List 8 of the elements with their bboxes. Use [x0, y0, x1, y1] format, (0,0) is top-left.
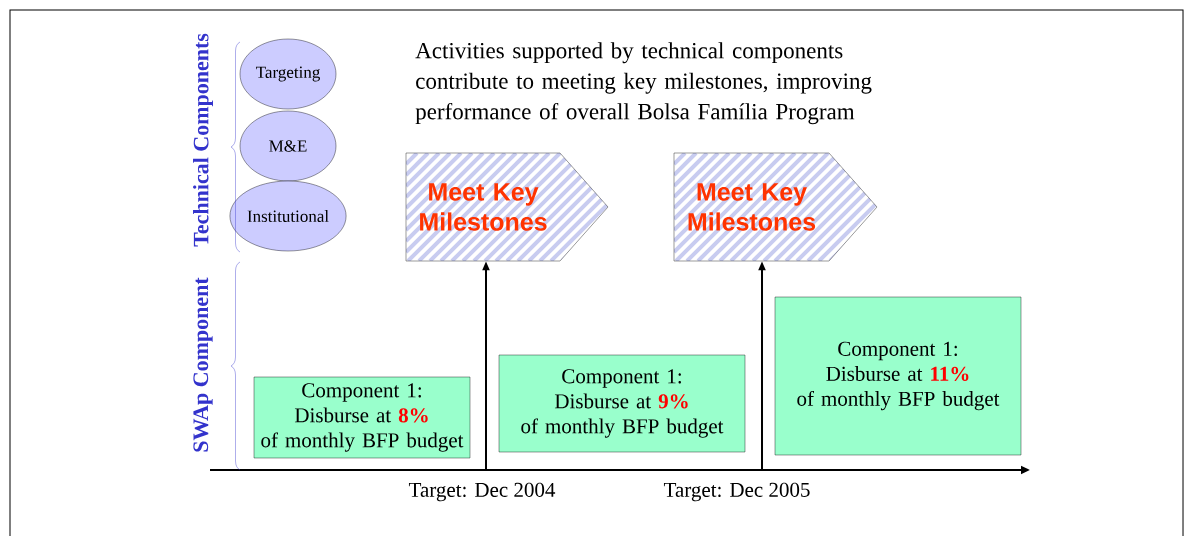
side-label: SWAp Component: [193, 277, 213, 452]
component-box: Component 1: Disburse at 8% of monthly BFP budget: [253, 376, 471, 459]
side-label: Technical Components: [193, 33, 213, 247]
description-text: Activities supported by technical components contribute to meeting key milestones, improving performance of overall Bolsa Família Program: [415, 42, 872, 125]
target-label: Target: Dec 2004: [408, 482, 556, 502]
target-label: Target: Dec 2005: [663, 482, 810, 502]
component-box: Component 1: Disburse at 9% of monthly BFP budget: [498, 354, 746, 453]
component-box: Component 1: Disburse at 11% of monthly BFP budget: [774, 296, 1022, 456]
